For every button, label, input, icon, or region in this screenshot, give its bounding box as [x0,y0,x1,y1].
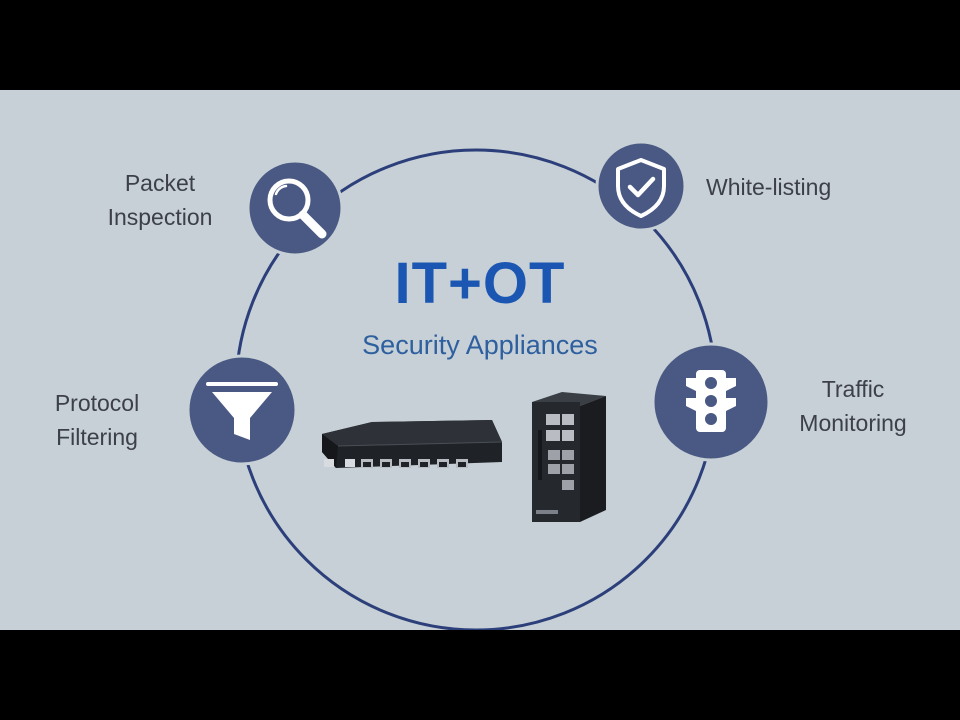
shield-check-icon [595,140,687,232]
feature-label-packet-inspection: Packet Inspection [90,166,230,234]
feature-label-protocol-filtering: Protocol Filtering [30,386,164,454]
center-subtitle: Security Appliances [362,330,598,360]
diagram-canvas: IT+OT Security Appliances Packet Inspect… [0,90,960,630]
traffic-light-icon [651,342,771,462]
din-rail-appliance-image [532,392,606,522]
feature-label-line: Traffic [821,376,885,402]
desktop-appliance-image [322,420,503,468]
center-title: IT+OT [394,251,566,316]
feature-label-line: Filtering [56,424,138,450]
feature-label-line: Monitoring [799,410,907,436]
diagram-graphics [186,140,771,630]
feature-label-line: Packet [124,170,196,196]
feature-label-line: Protocol [54,390,140,416]
funnel-icon [186,354,298,466]
magnifier-icon [246,159,344,257]
feature-label-white-listing: White-listing [706,170,876,204]
feature-label-line: White-listing [706,174,832,200]
feature-label-line: Inspection [107,204,213,230]
feature-label-traffic-monitoring: Traffic Monitoring [778,372,928,440]
